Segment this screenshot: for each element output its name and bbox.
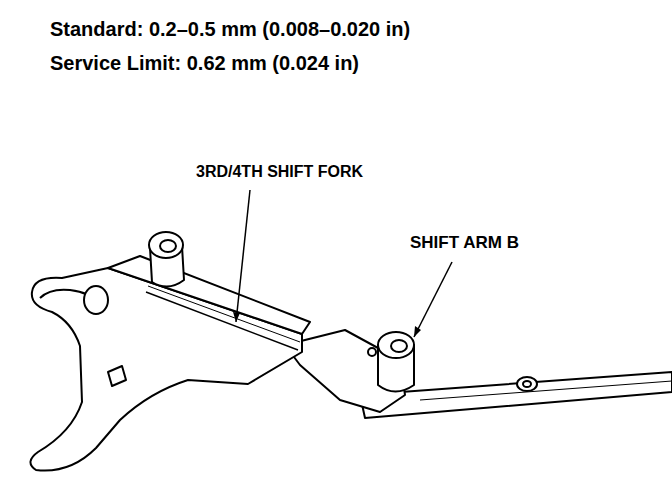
spec-service-limit: Service Limit: 0.62 mm (0.024 in)	[50, 52, 359, 74]
fork-window	[108, 366, 126, 386]
leader-line	[414, 262, 452, 337]
part-name: 3RD/4TH SHIFT FORK	[196, 163, 363, 181]
link-pin	[517, 377, 537, 391]
shift-fork-body	[30, 268, 302, 471]
leader-line	[236, 190, 250, 322]
leader-head	[414, 326, 421, 337]
part-name: SHIFT ARM B	[410, 234, 519, 253]
leader-head	[233, 312, 240, 322]
fork-bar-top	[108, 256, 310, 334]
spec-standard: Standard: 0.2–0.5 mm (0.008–0.020 in)	[50, 18, 410, 40]
